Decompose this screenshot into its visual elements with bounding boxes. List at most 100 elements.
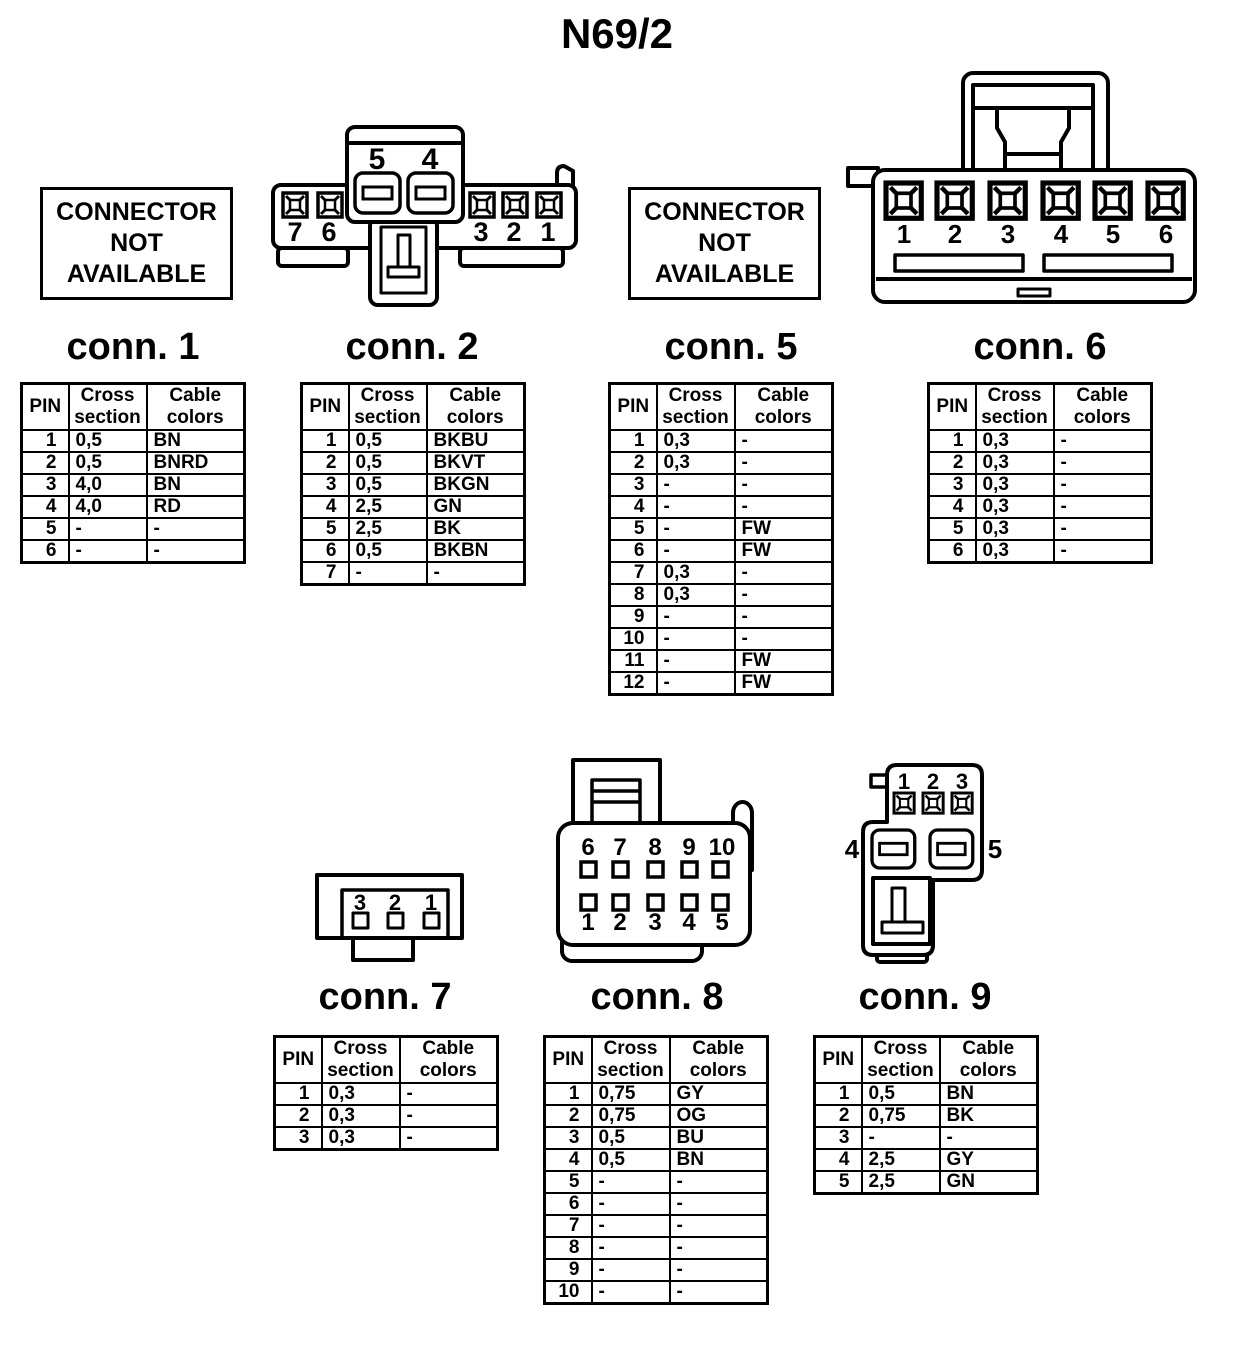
pin-icon — [680, 860, 699, 879]
table-cell: 6 — [927, 539, 977, 564]
table-cell: 0,3 — [655, 429, 736, 453]
table-cell: - — [655, 495, 736, 519]
conn8-drawing: 6 7 8 9 10 1 2 3 4 5 — [556, 758, 754, 963]
table-cell: 3 — [608, 473, 658, 497]
pin-number: 1 — [897, 219, 911, 249]
table-cell: GY — [938, 1148, 1039, 1172]
table-cell: - — [590, 1170, 671, 1194]
table-cell: 9 — [608, 605, 658, 629]
pin-icon — [646, 893, 665, 912]
col-header-cable-colors: Cable colors — [938, 1035, 1039, 1084]
table-cell: 5 — [543, 1170, 593, 1194]
pin-number: 2 — [506, 217, 521, 247]
table-cell: BKBU — [425, 429, 526, 453]
table-cell: BKGN — [425, 473, 526, 497]
table-cell: 4,0 — [67, 495, 148, 519]
table-cell: - — [590, 1236, 671, 1260]
table-cell: 4 — [543, 1148, 593, 1172]
table-cell: 4 — [300, 495, 350, 519]
table-cell: 2,5 — [347, 495, 428, 519]
table-cell: - — [938, 1126, 1039, 1150]
table-cell: - — [860, 1126, 941, 1150]
pin-icon — [579, 860, 598, 879]
pin-number: 3 — [956, 769, 968, 794]
pin-number: 4 — [845, 834, 860, 864]
table-cell: 1 — [20, 429, 70, 453]
table-cell: 0,3 — [320, 1126, 401, 1151]
table-cell: FW — [733, 539, 834, 563]
table-cell: OG — [668, 1104, 769, 1128]
conn2-label: conn. 2 — [345, 326, 479, 368]
table-header-row: PIN Cross section Cable colors — [543, 1035, 769, 1084]
table-cell: - — [425, 561, 526, 586]
table-cell: 1 — [927, 429, 977, 453]
table-row: 5-FW — [608, 517, 834, 541]
col-header-cross-section: Cross section — [590, 1035, 671, 1084]
table-cell: 0,75 — [590, 1082, 671, 1106]
table-cell: 0,5 — [67, 451, 148, 475]
table-cell: 5 — [20, 517, 70, 541]
table-cell: 1 — [608, 429, 658, 453]
pin-number: 5 — [369, 143, 386, 176]
table-cell: 0,5 — [590, 1126, 671, 1150]
table-cell: 7 — [608, 561, 658, 585]
table-cell: 0,75 — [590, 1104, 671, 1128]
table-cell: - — [1052, 451, 1153, 475]
pin-number: 7 — [287, 217, 302, 247]
table-cell: 1 — [813, 1082, 863, 1106]
table-cell: 3 — [927, 473, 977, 497]
conn6-body — [846, 71, 1197, 304]
table-row: 7-- — [300, 561, 526, 586]
table-cell: - — [67, 539, 148, 564]
table-cell: RD — [145, 495, 246, 519]
table-cell: BN — [668, 1148, 769, 1172]
table-cell: 10 — [543, 1280, 593, 1305]
table-cell: - — [668, 1170, 769, 1194]
table-cell: 0,3 — [974, 517, 1055, 541]
table-cell: 4 — [20, 495, 70, 519]
table-cell: 0,3 — [974, 451, 1055, 475]
table-row: 3-- — [608, 473, 834, 497]
conn5-not-available-box: CONNECTOR NOT AVAILABLE — [628, 187, 821, 300]
table-cell: BKBN — [425, 539, 526, 563]
table-cell: BN — [145, 429, 246, 453]
table-row: 11-FW — [608, 649, 834, 673]
table-cell: FW — [733, 671, 834, 696]
table-cell: 0,3 — [320, 1104, 401, 1128]
conn6-label: conn. 6 — [973, 326, 1107, 368]
page-title: N69/2 — [560, 10, 674, 57]
table-cell: 1 — [273, 1082, 323, 1106]
conn2-key-stem — [396, 233, 412, 271]
table-cell: 0,3 — [974, 473, 1055, 497]
table-cell: 2 — [543, 1104, 593, 1128]
conn8-body — [556, 758, 754, 963]
conn6-slot — [893, 253, 1025, 273]
table-cell: 8 — [608, 583, 658, 607]
table-cell: 0,5 — [67, 429, 148, 453]
table-cell: 0,3 — [655, 561, 736, 585]
pin-icon — [351, 911, 370, 930]
table-row: 8-- — [543, 1236, 769, 1260]
pin-icon — [711, 893, 730, 912]
table-cell: 4 — [927, 495, 977, 519]
col-header-cable-colors: Cable colors — [398, 1035, 499, 1084]
table-cell: - — [668, 1236, 769, 1260]
table-cell: - — [1052, 517, 1153, 541]
pin-number: 5 — [715, 909, 728, 936]
col-header-pin: PIN — [543, 1035, 593, 1084]
table-cell: 0,5 — [860, 1082, 941, 1106]
table-cell: - — [590, 1258, 671, 1282]
